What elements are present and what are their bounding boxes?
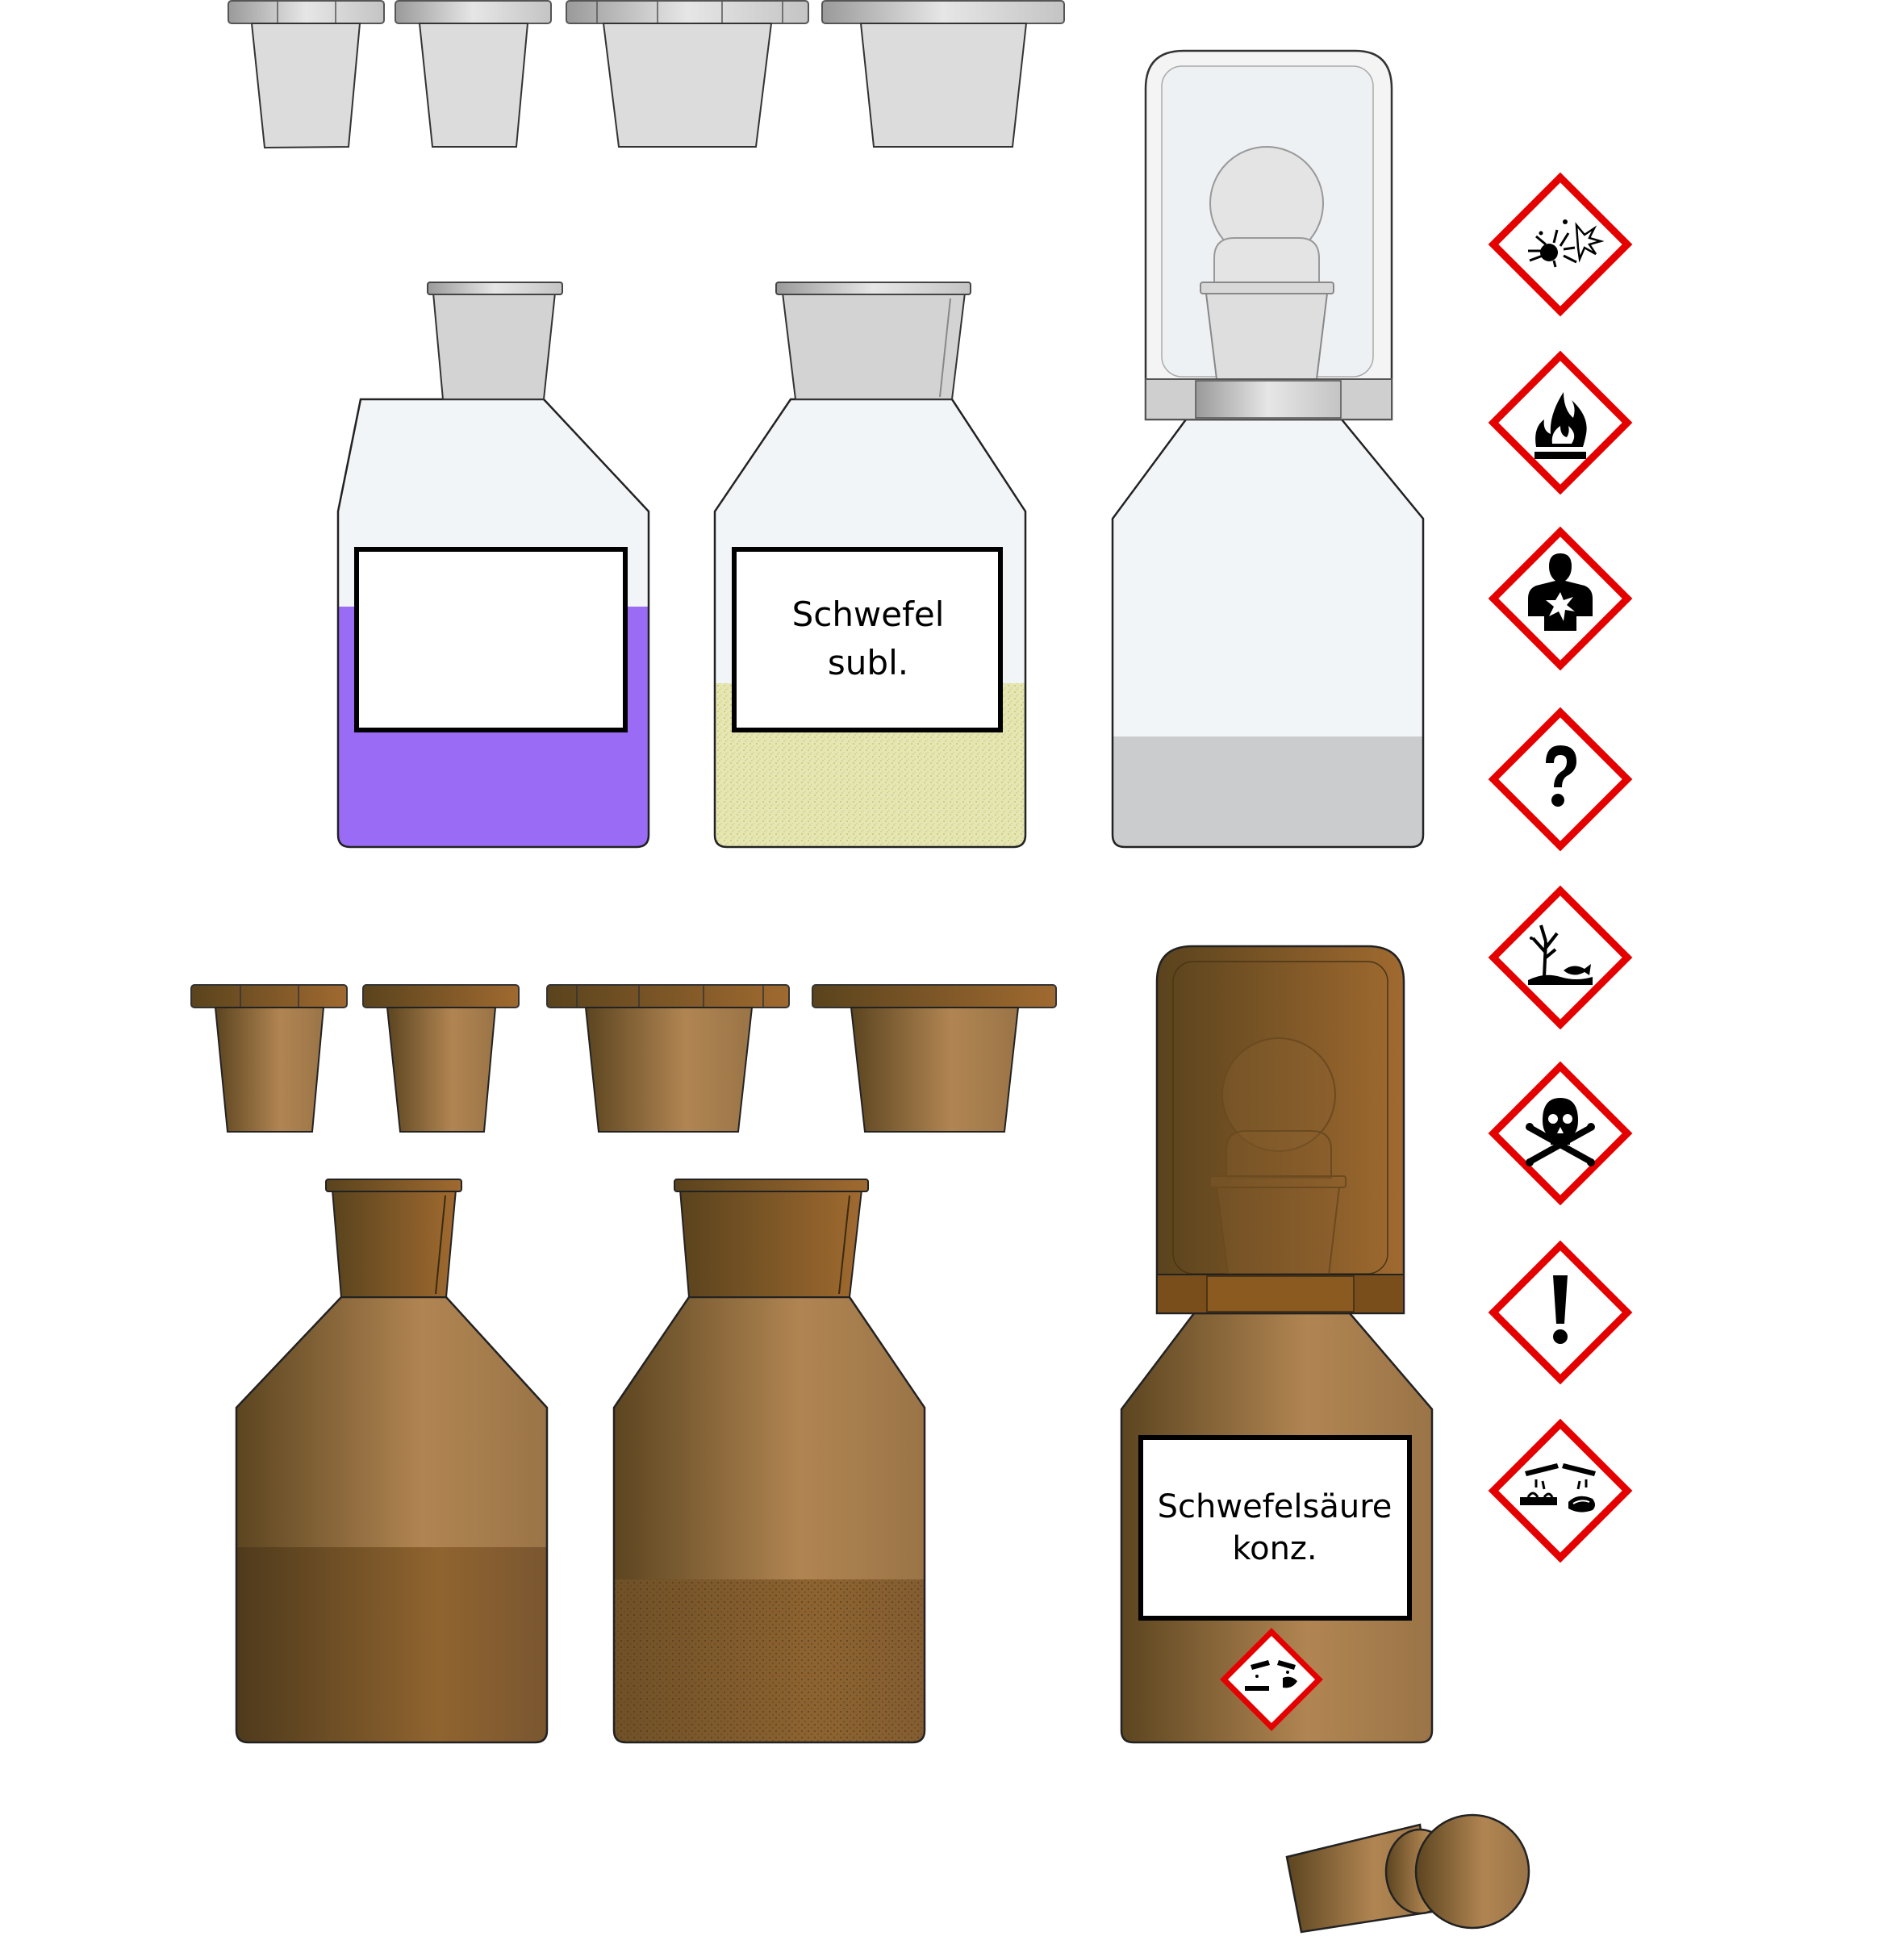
clear-bottle-sulfur: Schwefel subl. xyxy=(713,282,1027,849)
clear-stopper-1 xyxy=(228,0,385,149)
sulfur-label-line1: Schwefel xyxy=(792,595,945,634)
amber-bottle-liquid xyxy=(235,1179,549,1744)
skull-crossbones-icon xyxy=(1488,1061,1633,1206)
acid-label xyxy=(1138,1435,1412,1621)
exploding-bomb-icon xyxy=(1488,172,1633,317)
clear-bottle-violet xyxy=(336,282,650,849)
sulfur-label xyxy=(732,547,1003,732)
grey-liquid xyxy=(1113,736,1423,847)
flame-icon xyxy=(1488,350,1633,495)
loose-ball-stopper xyxy=(1285,1813,1530,1934)
clear-stopper-4 xyxy=(821,0,1065,148)
amber-stopper-4 xyxy=(812,984,1057,1133)
clear-bottle-grey-hooded xyxy=(1111,49,1425,849)
question-mark-icon xyxy=(1488,707,1633,852)
amber-stopper-2 xyxy=(362,984,520,1133)
sulfur-label-line2: subl. xyxy=(828,643,908,682)
corrosion-icon xyxy=(1488,1418,1633,1563)
amber-bottle-powder xyxy=(612,1179,926,1744)
amber-liquid xyxy=(236,1547,547,1742)
ghs-pictogram-column xyxy=(1488,172,1633,1563)
blank-label xyxy=(354,547,628,732)
clear-stopper-2 xyxy=(395,0,552,148)
health-hazard-icon xyxy=(1488,526,1633,671)
amber-dust-hood xyxy=(1155,945,1405,1315)
acid-label-line1: Schwefelsäure xyxy=(1158,1488,1393,1525)
amber-stopper-3 xyxy=(546,984,790,1133)
acid-label-line2: konz. xyxy=(1232,1530,1317,1567)
small-corrosion-pictogram xyxy=(1220,1628,1323,1731)
clear-stopper-3 xyxy=(566,0,809,148)
environment-icon xyxy=(1488,885,1633,1030)
amber-powder xyxy=(614,1579,925,1742)
amber-stopper-1 xyxy=(190,984,348,1133)
exclamation-mark-icon xyxy=(1488,1240,1633,1385)
amber-bottle-sulfuric-acid: Schwefelsäure konz. xyxy=(1120,945,1434,1744)
